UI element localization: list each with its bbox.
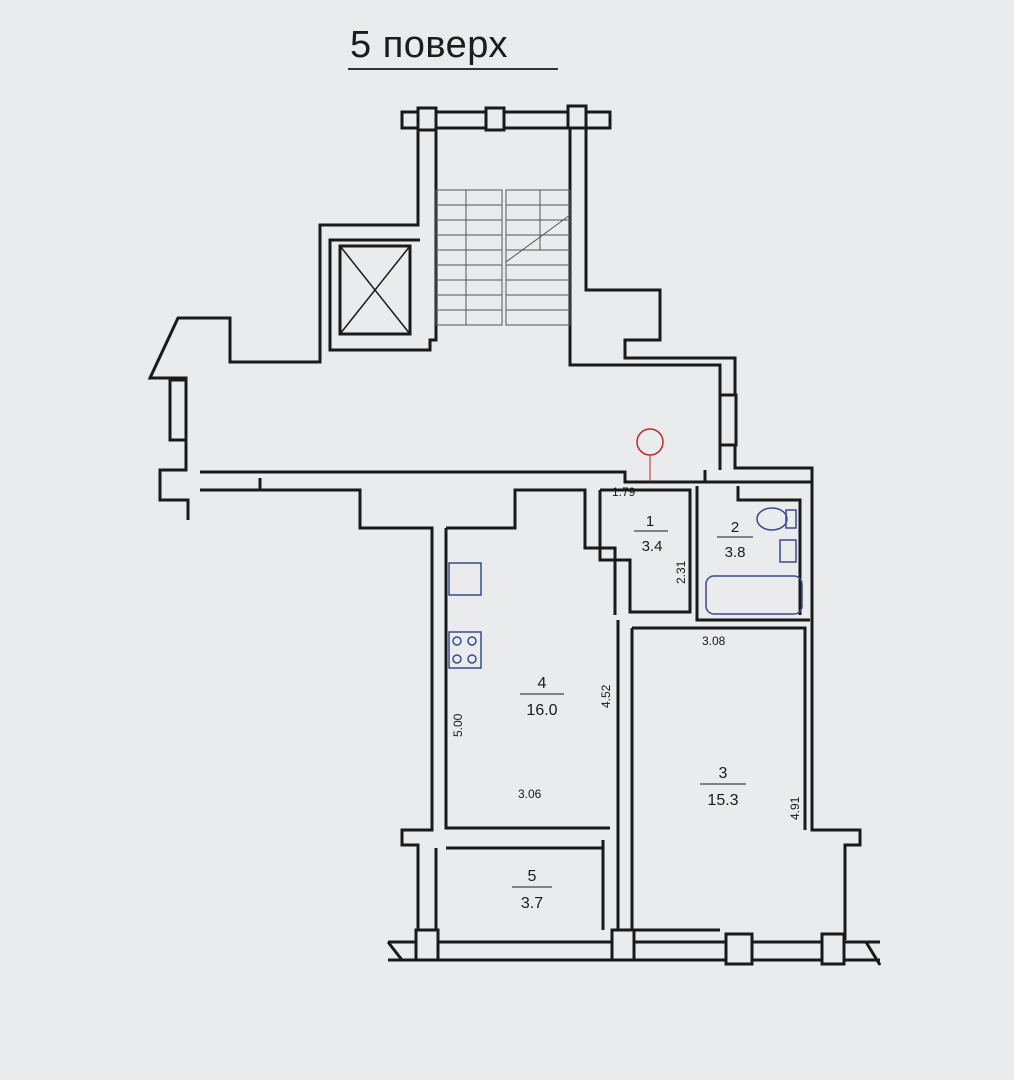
dimension-labels: 1.79 2.31 3.08 4.91 5.00 4.52 3.06 [451, 485, 802, 820]
room-5-number: 5 [528, 868, 537, 885]
bathroom-fixtures [705, 507, 803, 615]
room-4-number: 4 [538, 675, 547, 692]
dim-3-08: 3.08 [702, 634, 726, 648]
marker-circle [636, 428, 664, 456]
room-4-area: 16.0 [526, 702, 557, 719]
room-labels: 1 3.4 2 3.8 3 15.3 4 16.0 5 3.7 [512, 513, 753, 912]
dim-4-52: 4.52 [599, 684, 613, 708]
room-1-number: 1 [646, 513, 654, 530]
room-2-number: 2 [731, 519, 739, 536]
dim-3-06: 3.06 [518, 787, 542, 801]
room-3-number: 3 [719, 765, 728, 782]
wall-posts [168, 104, 846, 966]
staircase [435, 189, 571, 326]
room-3-area: 15.3 [707, 792, 738, 809]
title-underline [348, 68, 558, 70]
room-5-area: 3.7 [521, 895, 543, 912]
dim-2-31: 2.31 [674, 560, 688, 584]
plan-title: 5 поверх [350, 24, 509, 66]
room-2-area: 3.8 [725, 544, 746, 561]
elevator-shaft [338, 244, 412, 336]
dim-4-91: 4.91 [788, 796, 802, 820]
dim-5-00: 5.00 [451, 713, 465, 737]
kitchen-fixtures [448, 562, 482, 669]
dim-1-79: 1.79 [612, 485, 636, 499]
room-1-area: 3.4 [642, 538, 663, 555]
walls [147, 110, 882, 966]
